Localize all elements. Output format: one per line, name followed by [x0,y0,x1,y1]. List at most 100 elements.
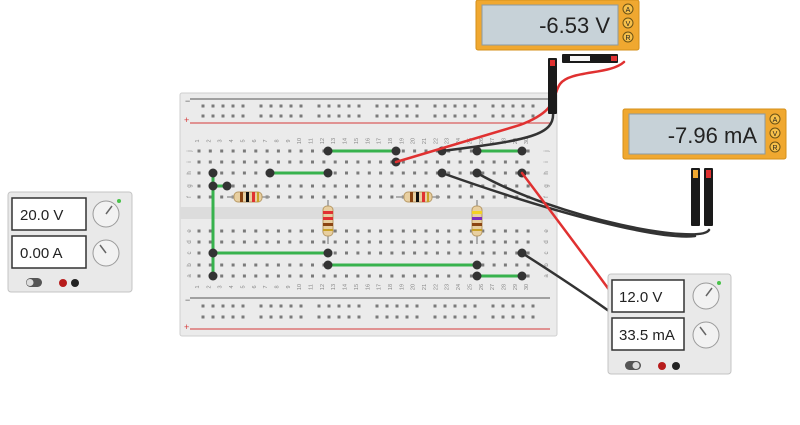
ammeter-mode-a-button[interactable]: A [769,113,781,125]
breadboard-hole[interactable] [231,263,235,267]
breadboard-hole[interactable] [299,240,303,244]
ammeter-probe-black[interactable] [691,168,700,226]
breadboard-hole[interactable] [201,104,205,108]
breadboard-hole[interactable] [299,104,303,108]
breadboard-hole[interactable] [299,195,303,199]
breadboard-hole[interactable] [453,104,457,108]
breadboard-hole[interactable] [458,229,462,233]
breadboard-hole[interactable] [265,149,269,153]
breadboard-hole[interactable] [254,274,258,278]
breadboard-hole[interactable] [526,274,530,278]
breadboard-hole[interactable] [521,114,525,118]
breadboard-hole[interactable] [269,304,273,308]
breadboard-hole[interactable] [265,160,269,164]
breadboard-hole[interactable] [390,195,394,199]
breadboard-hole[interactable] [473,304,477,308]
breadboard-hole[interactable] [453,304,457,308]
breadboard-hole[interactable] [276,240,280,244]
breadboard-hole[interactable] [356,229,360,233]
breadboard-hole[interactable] [415,304,419,308]
breadboard-hole[interactable] [390,184,394,188]
breadboard-hole[interactable] [265,229,269,233]
breadboard-hole[interactable] [288,229,292,233]
breadboard-hole[interactable] [221,304,225,308]
breadboard-hole[interactable] [299,114,303,118]
breadboard-hole[interactable] [242,160,246,164]
breadboard-hole[interactable] [220,171,224,175]
ammeter-mode-r-button[interactable]: R [769,141,781,153]
breadboard-hole[interactable] [379,274,383,278]
breadboard-hole[interactable] [254,149,258,153]
breadboard-hole[interactable] [231,104,235,108]
breadboard-hole[interactable] [231,229,235,233]
breadboard-hole[interactable] [289,304,293,308]
breadboard-hole[interactable] [356,184,360,188]
breadboard-hole[interactable] [367,240,371,244]
breadboard-hole[interactable] [413,149,417,153]
breadboard-hole[interactable] [401,274,405,278]
breadboard-hole[interactable] [276,149,280,153]
breadboard-hole[interactable] [401,240,405,244]
breadboard-hole[interactable] [424,240,428,244]
breadboard-hole[interactable] [492,240,496,244]
breadboard-hole[interactable] [367,274,371,278]
breadboard-hole[interactable] [242,184,246,188]
breadboard-hole[interactable] [208,149,212,153]
breadboard-hole[interactable] [265,263,269,267]
breadboard-hole[interactable] [481,263,485,267]
breadboard-hole[interactable] [531,114,535,118]
breadboard-hole[interactable] [385,304,389,308]
breadboard-hole[interactable] [413,160,417,164]
breadboard-hole[interactable] [367,251,371,255]
breadboard-hole[interactable] [241,315,245,319]
breadboard-hole[interactable] [269,114,273,118]
breadboard-hole[interactable] [515,184,519,188]
breadboard-hole[interactable] [333,160,337,164]
breadboard-hole[interactable] [463,304,467,308]
breadboard-hole[interactable] [299,315,303,319]
breadboard-hole[interactable] [220,160,224,164]
breadboard-hole[interactable] [390,240,394,244]
breadboard-hole[interactable] [269,315,273,319]
breadboard-hole[interactable] [395,304,399,308]
breadboard-hole[interactable] [492,229,496,233]
resistor-1[interactable] [227,191,270,203]
supply-right-current-knob[interactable] [692,321,720,349]
breadboard-hole[interactable] [231,160,235,164]
breadboard-hole[interactable] [443,304,447,308]
breadboard-hole[interactable] [259,104,263,108]
breadboard-hole[interactable] [356,274,360,278]
breadboard-hole[interactable] [401,229,405,233]
supply-right-voltage-knob[interactable] [692,282,720,310]
breadboard-hole[interactable] [443,315,447,319]
breadboard-hole[interactable] [511,114,515,118]
breadboard-hole[interactable] [447,184,451,188]
breadboard-hole[interactable] [337,104,341,108]
breadboard-hole[interactable] [469,240,473,244]
breadboard-hole[interactable] [435,274,439,278]
breadboard-hole[interactable] [220,229,224,233]
breadboard-hole[interactable] [424,229,428,233]
breadboard-hole[interactable] [311,184,314,188]
breadboard-hole[interactable] [492,184,496,188]
breadboard-hole[interactable] [463,315,467,319]
breadboard-hole[interactable] [357,104,361,108]
breadboard-hole[interactable] [367,195,371,199]
supply-left-positive-terminal[interactable] [59,279,67,287]
breadboard-hole[interactable] [231,304,235,308]
breadboard-hole[interactable] [322,195,326,199]
breadboard-hole[interactable] [469,229,473,233]
breadboard-hole[interactable] [288,263,292,267]
breadboard-hole[interactable] [469,160,473,164]
breadboard-hole[interactable] [503,240,507,244]
breadboard-hole[interactable] [327,114,331,118]
breadboard-hole[interactable] [356,160,360,164]
breadboard-hole[interactable] [367,229,371,233]
breadboard-hole[interactable] [279,315,283,319]
voltmeter-mode-a-button[interactable]: A [622,3,634,15]
breadboard-hole[interactable] [458,171,462,175]
breadboard-hole[interactable] [481,171,485,175]
breadboard-hole[interactable] [345,229,348,233]
voltmeter-probe-black[interactable] [548,58,557,114]
breadboard-hole[interactable] [345,251,348,255]
